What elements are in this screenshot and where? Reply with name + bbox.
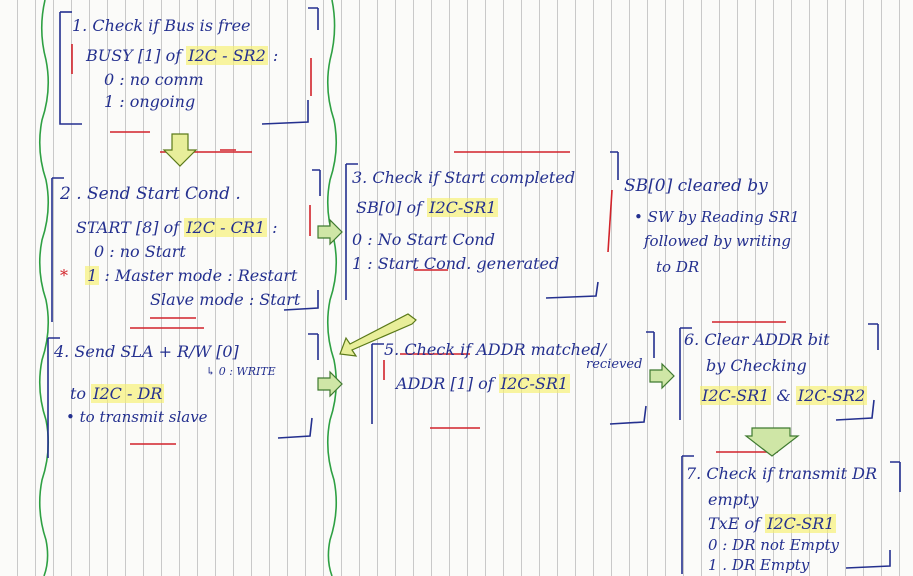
step1-value-1: 1 : ongoing xyxy=(104,92,196,111)
step2-register-line: START [8] of I2C - CR1 : xyxy=(76,218,278,237)
step7-value-0: 0 : DR not Empty xyxy=(708,536,839,554)
step2-register-suffix: : xyxy=(272,218,278,237)
step4-target-register: I2C - DR xyxy=(91,384,165,403)
step5-register-line: ADDR [1] of I2C-SR1 xyxy=(396,374,571,393)
step1-register-suffix: : xyxy=(272,46,279,65)
step2-value-1-master-text: : Master mode : Restart xyxy=(104,266,298,285)
step5-title-continued: recieved xyxy=(586,357,643,372)
arrow-down-6-7 xyxy=(744,427,800,457)
step2-value-0: 0 : no Start xyxy=(94,242,186,261)
step5-title: 5. Check if ADDR matched/ xyxy=(384,340,607,359)
step4-target-prefix: to xyxy=(70,384,87,403)
step7-title-continued: empty xyxy=(708,490,759,509)
step3-value-0: 0 : No Start Cond xyxy=(352,230,495,249)
sb-note-line4: to DR xyxy=(656,258,700,276)
step6-register-line: I2C-SR1 & I2C-SR2 xyxy=(700,386,868,405)
step7-register-bit: TxE of xyxy=(708,514,761,533)
sb-note-line1: SB[0] cleared by xyxy=(624,176,768,196)
step3-register-line: SB[0] of I2C-SR1 xyxy=(356,198,499,217)
arrow-right-2-3 xyxy=(317,218,343,246)
step4-title: 4. Send SLA + R/W [0] xyxy=(54,342,239,361)
step5-register-name: I2C-SR1 xyxy=(498,374,571,393)
step3-title: 3. Check if Start completed xyxy=(352,168,576,187)
step2-register-bit: START [8] of xyxy=(76,218,180,237)
step2-star-mark: * xyxy=(60,266,68,285)
step2-value-1-master: * 1 : Master mode : Restart xyxy=(60,266,298,285)
step1-value-0: 0 : no comm xyxy=(104,70,204,89)
sb-note-line2: • SW by Reading SR1 xyxy=(634,208,800,226)
arrow-down-1-2 xyxy=(162,133,198,167)
step5-register-bit: ADDR [1] of xyxy=(396,374,494,393)
step3-register-name: I2C-SR1 xyxy=(427,198,499,217)
arrow-diag-3-4 xyxy=(339,313,417,357)
step2-title: 2 . Send Start Cond . xyxy=(60,184,241,204)
step2-value-1-key: 1 xyxy=(85,266,100,285)
step2-register-name: I2C - CR1 xyxy=(184,218,268,237)
sb-note-line3: followed by writing xyxy=(644,232,792,250)
step6-ampersand: & xyxy=(776,386,791,405)
step6-register-a: I2C-SR1 xyxy=(700,386,772,405)
step7-value-1: 1 . DR Empty xyxy=(708,556,810,574)
step2-value-1-slave: Slave mode : Start xyxy=(150,290,301,309)
step1-register-name: I2C - SR2 xyxy=(186,46,268,65)
step1-register-line: BUSY [1] of I2C - SR2 : xyxy=(86,46,279,65)
margin-line-right xyxy=(326,0,338,576)
step1-title: 1. Check if Bus is free xyxy=(72,16,251,35)
arrow-right-4-5 xyxy=(317,370,343,398)
step7-register-line: TxE of I2C-SR1 xyxy=(708,514,837,533)
margin-line-left xyxy=(38,0,50,576)
step7-register-name: I2C-SR1 xyxy=(765,514,837,533)
arrow-right-5-6 xyxy=(649,362,675,390)
step4-purpose: • to transmit slave xyxy=(66,408,208,426)
step4-target-line: to I2C - DR xyxy=(70,384,165,403)
step6-line2: by Checking xyxy=(706,356,807,375)
step3-register-bit: SB[0] of xyxy=(356,198,423,217)
step7-title: 7. Check if transmit DR xyxy=(686,464,878,483)
step4-write-subnote: ↳ 0 : WRITE xyxy=(206,365,276,378)
step6-title: 6. Clear ADDR bit xyxy=(684,330,830,349)
step6-register-b: I2C-SR2 xyxy=(795,386,868,405)
step1-register-bit: BUSY [1] of xyxy=(86,46,182,65)
step3-value-1: 1 : Start Cond. generated xyxy=(352,254,560,273)
